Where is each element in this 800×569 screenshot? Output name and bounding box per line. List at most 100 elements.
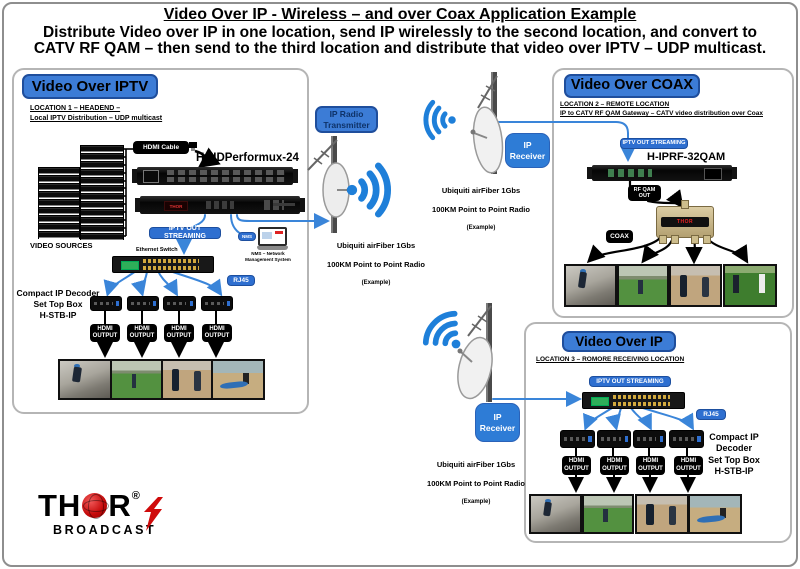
location1-text: LOCATION 1 – HEADEND – Local IPTV Distri… bbox=[30, 105, 163, 122]
location3-text: LOCATION 3 – ROMORE RECEIVING LOCATION bbox=[536, 356, 685, 363]
splitter-output-connector bbox=[659, 235, 667, 244]
encoder-name: H-HDPerformux-24 bbox=[196, 152, 299, 164]
ethernet-switch-1 bbox=[112, 256, 214, 273]
set-top-box bbox=[560, 430, 595, 448]
location2-text: LOCATION 2 – REMOTE LOCATION IP to CATV … bbox=[560, 101, 763, 118]
radio-caption-receiver2: Ubiquiti airFiber 1Gbs 100KM Point to Po… bbox=[416, 450, 536, 516]
hdmi-output-lines-left bbox=[97, 309, 224, 358]
ip-radio-transmitter-label: IP Radio Transmitter bbox=[315, 106, 378, 133]
tv-screen-skate bbox=[529, 494, 582, 534]
nms-laptop bbox=[257, 227, 288, 250]
set-top-box bbox=[669, 430, 704, 448]
laptop-base bbox=[257, 246, 288, 250]
hdmi-output-label: HDMI OUTPUT bbox=[202, 324, 232, 342]
tv-screen-skate bbox=[564, 264, 617, 307]
splitter-brand-band: THOR bbox=[660, 216, 710, 227]
radio-caption-line1: Ubiquiti airFiber 1Gbs bbox=[336, 240, 416, 250]
switch-display bbox=[121, 261, 139, 270]
tv-screen-soccer bbox=[110, 359, 163, 400]
decoder-caption-left: Compact IP Decoder Set Top Box H-STB-IP bbox=[16, 288, 100, 321]
coax-label: COAX bbox=[606, 230, 633, 243]
logo-text-right: R bbox=[108, 488, 132, 523]
logo-subtext: BROADCAST bbox=[53, 523, 157, 537]
page-title: Video Over IP - Wireless – and over Coax… bbox=[163, 6, 637, 23]
nms-label: NMS bbox=[238, 232, 256, 241]
hdmi-output-label: HDMI OUTPUT bbox=[636, 456, 665, 475]
encoder-front-unit: THOR bbox=[135, 196, 305, 214]
radio-caption-line2: 100KM Point to Point Radio bbox=[432, 205, 530, 215]
section-title-video-over-coax: Video Over COAX bbox=[564, 74, 700, 98]
encoder-rear-unit bbox=[132, 167, 298, 185]
video-source-stack-left bbox=[38, 167, 80, 239]
tv-screen-surf bbox=[161, 359, 214, 400]
rf-qam-out-label: RF QAM OUT bbox=[628, 185, 661, 201]
hdmi-plug-icon bbox=[189, 142, 221, 169]
tv-screen-skate bbox=[58, 359, 112, 400]
radio-caption-line3: (Example) bbox=[461, 498, 491, 505]
hdmi-output-label: HDMI OUTPUT bbox=[674, 456, 703, 475]
radio-caption-receiver1: Ubiquiti airFiber 1Gbs 100KM Point to Po… bbox=[424, 176, 538, 242]
section-title-video-over-ip: Video Over IP bbox=[562, 331, 676, 352]
hdmi-output-label: HDMI OUTPUT bbox=[127, 324, 157, 342]
splitter-input-connector bbox=[681, 200, 689, 209]
hdmi-output-label: HDMI OUTPUT bbox=[90, 324, 120, 342]
set-top-box bbox=[597, 430, 631, 448]
page-subtitle: Distribute Video over IP in one location… bbox=[33, 24, 767, 57]
hdmi-output-label: HDMI OUTPUT bbox=[600, 456, 629, 475]
gateway-power bbox=[704, 168, 722, 180]
rj45-label-2: RJ45 bbox=[696, 409, 726, 420]
hdmi-port-row bbox=[167, 177, 285, 182]
receiver1-antenna bbox=[470, 72, 504, 174]
switch-ports bbox=[143, 259, 199, 270]
logo-wordmark: TH R® bbox=[38, 490, 183, 521]
nms-caption: NMS – Network Management System bbox=[245, 251, 291, 263]
lightning-bolt-icon bbox=[144, 497, 163, 531]
coax-splitter: THOR bbox=[656, 200, 714, 244]
radio-caption-line3: (Example) bbox=[466, 224, 496, 231]
headend-network-lines bbox=[103, 213, 330, 297]
ip-receiver-label-1: IP Receiver bbox=[505, 133, 550, 168]
decoder-caption-right: Compact IP Decoder Set Top Box H-STB-IP bbox=[708, 432, 760, 476]
iptv-out-streaming-label-1: IPTV OUT STREAMING bbox=[149, 225, 221, 240]
tv-screen-soccer bbox=[582, 494, 634, 534]
hdmi-cable-label: HDMI Cable bbox=[133, 141, 189, 154]
tv-screen-beach bbox=[688, 494, 742, 534]
switch-display bbox=[591, 397, 609, 406]
rj45-label-1: RJ45 bbox=[227, 275, 255, 286]
radio-caption-transmitter: Ubiquiti airFiber 1Gbs 100KM Point to Po… bbox=[312, 231, 440, 297]
set-top-box bbox=[90, 296, 122, 311]
tv-screen-surf bbox=[635, 494, 689, 534]
splitter-output-connector bbox=[671, 235, 679, 244]
logo-text-left: TH bbox=[38, 488, 82, 523]
receiver1-to-gateway-line bbox=[494, 121, 636, 162]
tv-screen-kids-soccer bbox=[723, 264, 777, 307]
radio-caption-line1: Ubiquiti airFiber 1Gbs bbox=[436, 459, 516, 469]
registered-mark: ® bbox=[131, 490, 141, 502]
power-inlet bbox=[143, 170, 159, 183]
receiver2-antenna bbox=[457, 303, 493, 402]
radio-caption-line2: 100KM Point to Point Radio bbox=[327, 260, 425, 270]
video-sources-label: VIDEO SOURCES bbox=[30, 241, 93, 250]
iptv-out-streaming-label-2: IPTV OUT STREAMING bbox=[620, 138, 688, 149]
set-top-box bbox=[163, 296, 196, 311]
model-text bbox=[273, 203, 295, 206]
switch-ports bbox=[613, 395, 670, 406]
set-top-box bbox=[127, 296, 159, 311]
globe-icon bbox=[82, 493, 109, 520]
set-top-box bbox=[201, 296, 233, 311]
iptv-out-streaming-label-3: IPTV OUT STREAMING bbox=[589, 376, 671, 387]
splitter-output-connector bbox=[703, 235, 711, 244]
set-top-box bbox=[633, 430, 666, 448]
ethernet-switch-label: Ethernet Switch bbox=[136, 247, 178, 253]
tv-screen-beach bbox=[211, 359, 265, 400]
thor-broadcast-logo: TH R® BROADCAST bbox=[38, 490, 183, 546]
splitter-output-connector bbox=[691, 235, 699, 244]
thor-badge: THOR bbox=[164, 201, 188, 211]
radio-caption-line1: Ubiquiti airFiber 1Gbs bbox=[441, 185, 521, 195]
gateway-ports bbox=[608, 169, 652, 177]
ip-receiver-label-2: IP Receiver bbox=[475, 403, 520, 442]
section-title-video-over-iptv: Video Over IPTV bbox=[22, 74, 158, 99]
hdmi-output-label: HDMI OUTPUT bbox=[562, 456, 591, 475]
qam-gateway-unit bbox=[587, 165, 737, 181]
